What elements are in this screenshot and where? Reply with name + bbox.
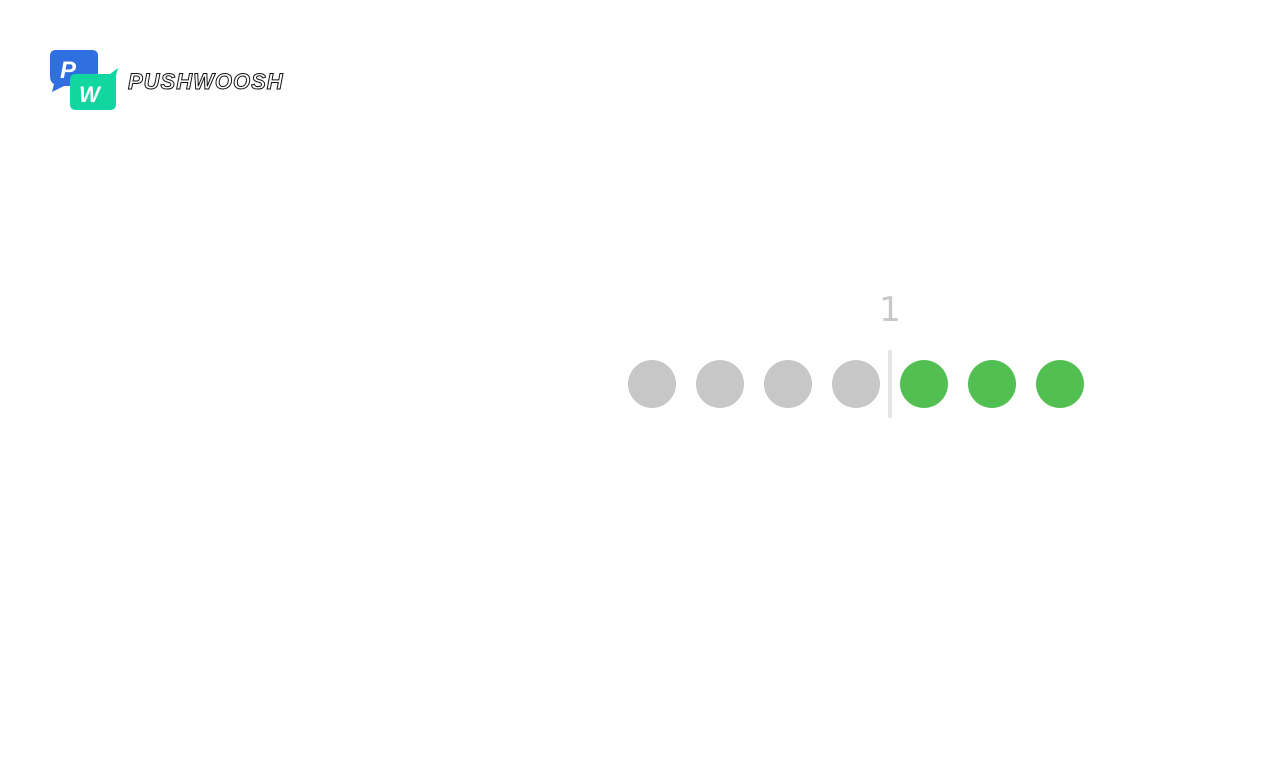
- progress-dot-2: [696, 360, 744, 408]
- progress-dot-3: [764, 360, 812, 408]
- step-counter: 1: [879, 290, 901, 330]
- progress-dot-1: [628, 360, 676, 408]
- progress-divider: [888, 350, 892, 418]
- progress-dot-5: [900, 360, 948, 408]
- brand-logo: P W PUSHWOOSH: [50, 50, 284, 110]
- progress-dot-6: [968, 360, 1016, 408]
- pushwoosh-logo-icon: P W: [50, 50, 118, 110]
- progress-dot-7: [1036, 360, 1084, 408]
- logo-letter-w: W: [79, 82, 102, 107]
- progress-dots: [628, 350, 1084, 418]
- progress-dot-4: [832, 360, 880, 408]
- brand-name: PUSHWOOSH: [128, 69, 284, 94]
